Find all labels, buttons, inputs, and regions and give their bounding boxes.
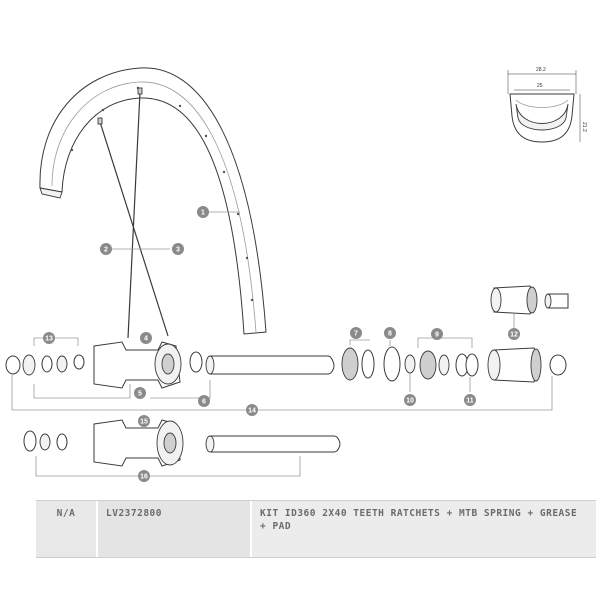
svg-text:14: 14: [248, 408, 256, 415]
callout-12: 12: [508, 328, 520, 340]
height-dim: 21.2: [581, 122, 587, 132]
svg-text:10: 10: [406, 398, 414, 405]
rim-profile-cross-section: 28.2 25 21.2: [507, 67, 587, 143]
callout-11: 11: [464, 394, 476, 406]
svg-text:9: 9: [435, 332, 439, 339]
callout-8: 8: [384, 327, 396, 339]
callout-7: 7: [350, 327, 362, 339]
svg-text:1: 1: [201, 210, 205, 217]
spokes: [97, 87, 169, 339]
svg-text:7: 7: [354, 331, 358, 338]
callout-1: 1: [197, 206, 209, 218]
svg-text:2: 2: [104, 247, 108, 254]
rim-section: [39, 67, 267, 335]
svg-text:15: 15: [140, 419, 148, 426]
profile-dimensions: 28.2 25 21.2: [507, 67, 587, 142]
callout-13: 13: [43, 332, 55, 344]
callout-14: 14: [246, 404, 258, 416]
svg-text:11: 11: [466, 398, 474, 405]
svg-text:4: 4: [144, 336, 148, 343]
callout-5: 5: [134, 387, 146, 399]
callout-15: 15: [138, 415, 150, 427]
part-number-cell: LV2372800: [98, 501, 250, 557]
svg-text:8: 8: [388, 331, 392, 338]
freehub-assembly: [341, 346, 567, 383]
leader-lines: [11, 211, 553, 477]
freehub-body-alt: [490, 285, 569, 315]
callout-3: 3: [172, 243, 184, 255]
hub-assembly-alt: [23, 419, 341, 467]
callout-6: 6: [198, 395, 210, 407]
callout-4: 4: [140, 332, 152, 344]
hub-assembly-main: [5, 341, 335, 389]
part-ref-cell: N/A: [36, 501, 96, 557]
svg-text:13: 13: [45, 336, 53, 343]
outer-width-dim: 28.2: [536, 67, 546, 73]
inner-width-dim: 25: [537, 83, 543, 89]
svg-text:3: 3: [176, 247, 180, 254]
svg-text:5: 5: [138, 391, 142, 398]
part-description-cell: KIT ID360 2x40 TEETH RATCHETS + MTB SPRI…: [252, 501, 596, 557]
callout-2: 2: [100, 243, 112, 255]
callout-16: 16: [138, 470, 150, 482]
svg-text:6: 6: [202, 399, 206, 406]
parts-table: N/A LV2372800 KIT ID360 2x40 TEETH RATCH…: [36, 500, 596, 558]
svg-text:12: 12: [510, 332, 518, 339]
svg-text:16: 16: [140, 474, 148, 481]
callout-10: 10: [404, 394, 416, 406]
callout-9: 9: [431, 328, 443, 340]
